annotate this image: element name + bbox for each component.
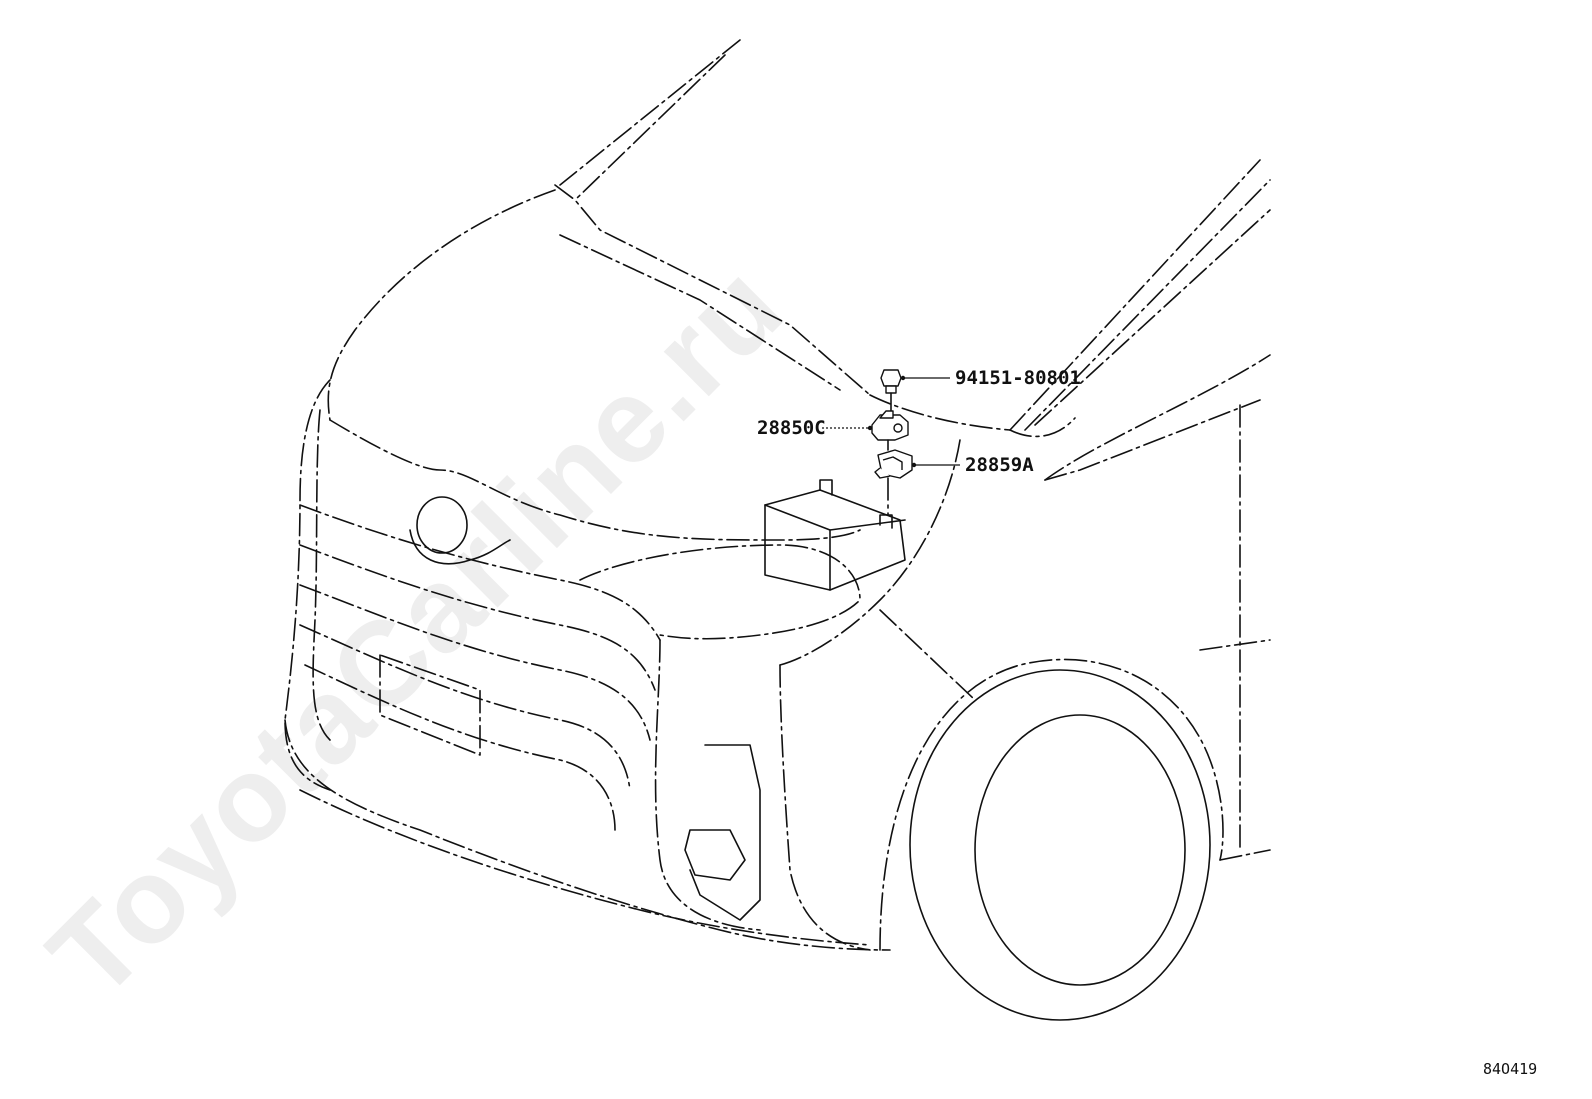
hood-right-edge (869, 394, 1011, 431)
grille-bar-1 (299, 504, 661, 641)
headlight (579, 544, 861, 640)
callout-clamp: 28859A (911, 454, 1034, 476)
a-pillar-right (1009, 159, 1261, 431)
hood-left-edge (327, 189, 556, 421)
fender-top (1009, 417, 1076, 438)
bumper-side (779, 664, 871, 951)
callout-label-bolt: 94151-80801 (955, 367, 1081, 389)
callout-label-clamp: 28859A (965, 454, 1034, 476)
bumper-lower-lip (299, 789, 871, 946)
hood-ridge (554, 184, 871, 396)
a-pillar-right-outer (1034, 209, 1271, 426)
watermark: ToyotaCarline.ru (24, 238, 809, 1023)
callout-bracket: 28850C (757, 417, 873, 439)
battery-to-wheel (879, 609, 976, 701)
diagram-code: 84O419 (1483, 1060, 1537, 1078)
bracket (871, 410, 909, 441)
fender-front-line (779, 439, 961, 666)
battery-box (764, 489, 906, 591)
side-mirror (1044, 399, 1261, 481)
a-pillar-right-inner (1024, 179, 1271, 431)
face-left-inner (312, 409, 331, 741)
grille-bar-2 (299, 544, 656, 691)
bolt (880, 369, 902, 394)
callout-bolt: 94151-80801 (900, 367, 1081, 389)
license-plate (379, 654, 481, 756)
bumper-bottom (284, 719, 891, 951)
wheel-tire (909, 669, 1211, 1021)
hood-front-edge (329, 419, 861, 541)
battery-terminal-2 (879, 514, 893, 529)
toyota-emblem (416, 496, 468, 554)
callout-label-bracket: 28850C (757, 417, 826, 439)
hood-center-crease (559, 234, 841, 391)
a-pillar-left (559, 39, 741, 186)
fog-light-housing (689, 744, 761, 921)
battery-terminal-1 (819, 479, 833, 496)
side-window-edge (1044, 354, 1271, 481)
grille-bar-5 (304, 664, 616, 831)
fender-rear-line (1219, 849, 1271, 861)
grille-bar-4 (299, 624, 631, 791)
bumper-corner (654, 639, 761, 931)
face-left (284, 379, 331, 791)
clamp (874, 449, 913, 479)
battery-top-edge (764, 504, 906, 531)
vehicle-outline (284, 39, 1271, 1021)
grille-bar-3 (299, 584, 651, 741)
wheel-rim (974, 714, 1186, 986)
fog-light (684, 829, 746, 881)
parts-assembly (871, 369, 913, 516)
a-pillar-left-inner (574, 54, 726, 201)
body-side-line (1199, 639, 1271, 651)
wheel-arch (879, 658, 1224, 951)
emblem-surround (409, 529, 511, 565)
